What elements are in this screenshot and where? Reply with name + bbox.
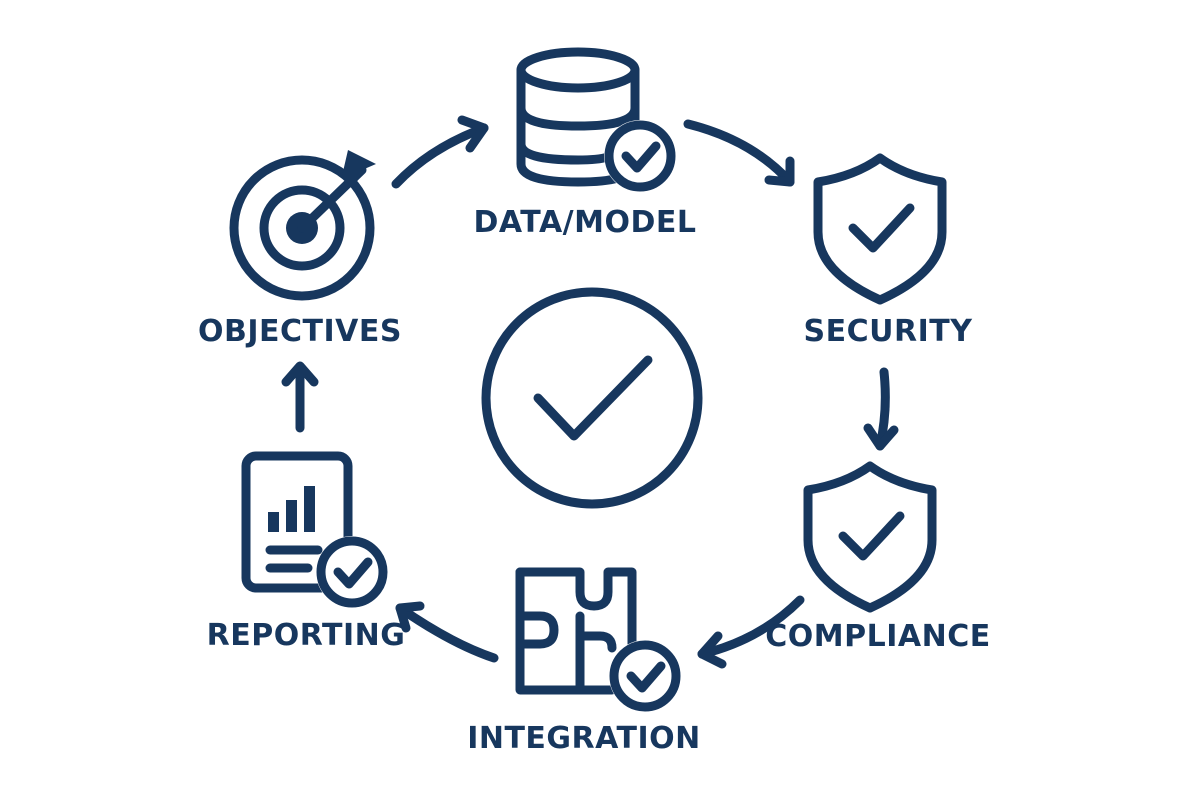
arrow-reporting-to-objectives <box>281 361 319 433</box>
arrow-objectives-to-data-model <box>391 115 489 189</box>
target-arrow-icon <box>229 150 376 301</box>
step-label-security: SECURITY <box>804 314 974 349</box>
puzzle-check-icon <box>515 567 681 712</box>
center-check-circle-icon <box>481 287 703 509</box>
cycle-arrows <box>281 115 899 669</box>
arrow-compliance-to-integration <box>697 595 805 669</box>
security-shield-check-icon <box>813 153 947 305</box>
arrow-integration-to-reporting <box>395 601 499 663</box>
database-check-icon <box>516 47 676 192</box>
step-label-integration: INTEGRATION <box>467 721 701 756</box>
step-label-objectives: OBJECTIVES <box>198 314 402 349</box>
step-label-data-model: DATA/MODEL <box>474 205 697 240</box>
step-label-compliance: COMPLIANCE <box>765 619 990 654</box>
report-chart-check-icon <box>241 451 388 608</box>
arrow-security-to-compliance <box>863 367 899 451</box>
step-label-reporting: REPORTING <box>207 618 406 653</box>
arrow-data-model-to-security <box>683 119 795 187</box>
compliance-shield-check-icon <box>803 461 937 613</box>
